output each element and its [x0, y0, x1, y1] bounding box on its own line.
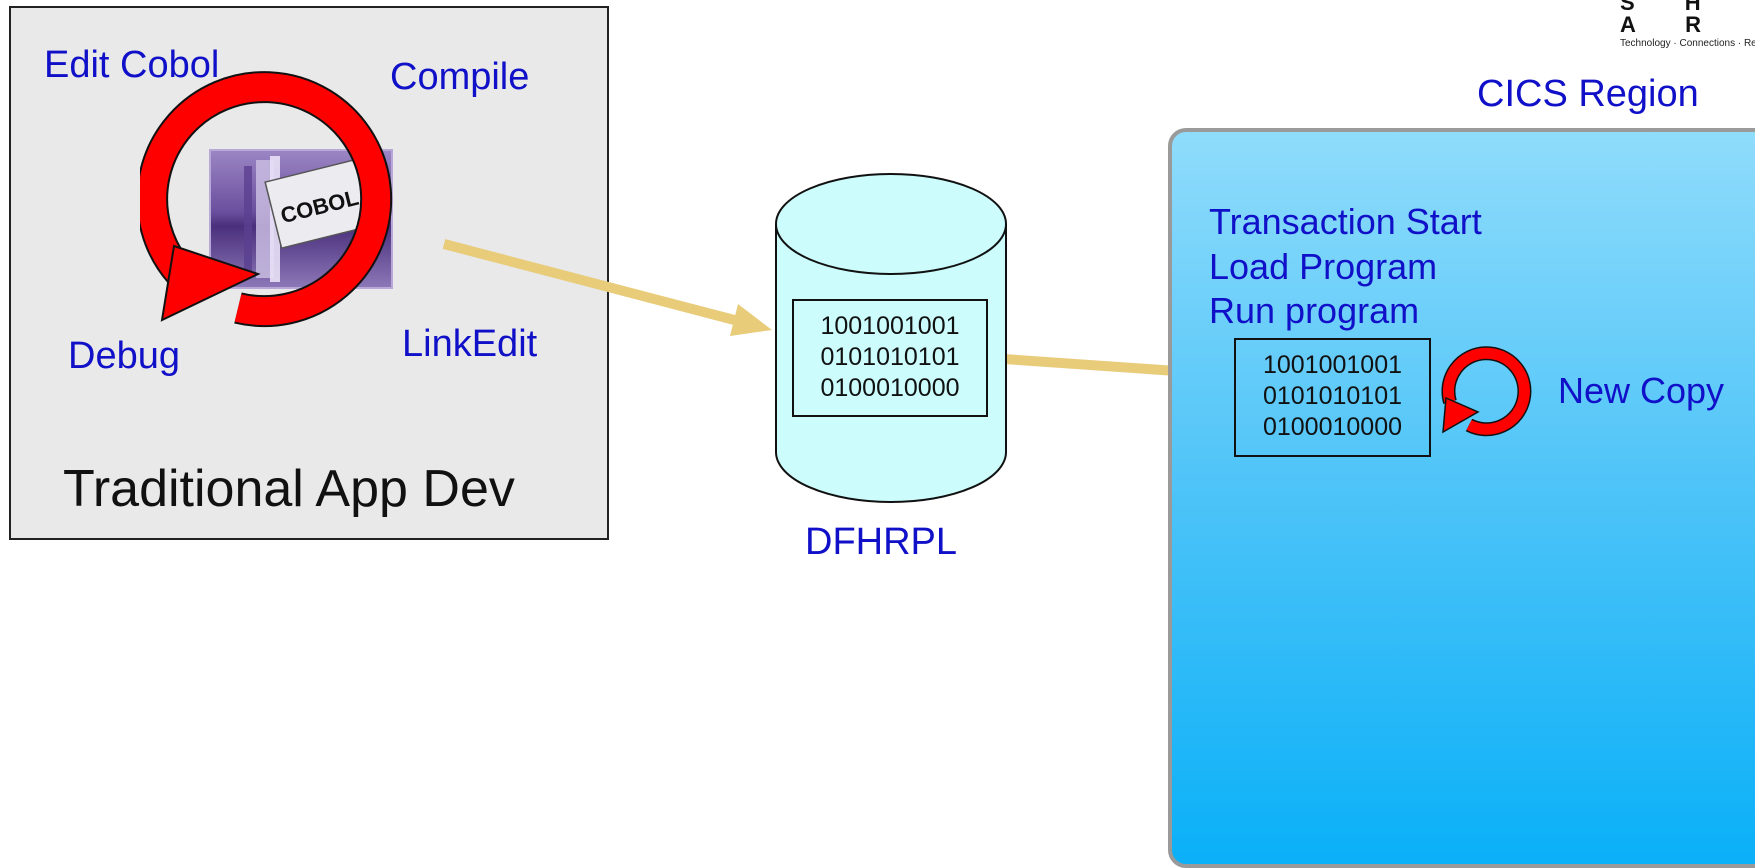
- cobol-cycle-graphic: [140, 71, 393, 328]
- compile-label: Compile: [390, 56, 530, 98]
- binary-line: 0100010000: [820, 374, 960, 402]
- logo-tagline: Technology · Connections · Res: [1620, 38, 1755, 49]
- cics-step: Run program: [1209, 290, 1420, 331]
- new-copy-cycle-icon: [1441, 346, 1532, 437]
- binary-line: 0100010000: [1262, 413, 1403, 441]
- traditional-app-dev-title: Traditional App Dev: [63, 460, 515, 518]
- cics-region-box: [1168, 128, 1755, 868]
- dfhrpl-cylinder: [775, 173, 1007, 503]
- binary-line: 0101010101: [1262, 382, 1403, 410]
- cics-step: Transaction Start: [1209, 201, 1482, 242]
- cycle-arrow-icon: [140, 71, 393, 328]
- logo-letters: S H A R: [1620, 0, 1724, 37]
- arrow-to-library: [442, 239, 772, 336]
- dfhrpl-label: DFHRPL: [805, 521, 958, 563]
- library-binary-box: 1001001001 0101010101 0100010000: [792, 299, 988, 417]
- cics-binary-box: 1001001001 0101010101 0100010000: [1234, 338, 1431, 457]
- debug-label: Debug: [68, 335, 180, 377]
- edit-cobol-label: Edit Cobol: [44, 44, 220, 86]
- binary-line: 1001001001: [1262, 351, 1403, 379]
- linkedit-label: LinkEdit: [402, 323, 538, 365]
- new-copy-label: New Copy: [1558, 370, 1725, 411]
- share-logo: S H A R Technology · Connections · Res: [1620, 0, 1755, 49]
- binary-line: 1001001001: [820, 312, 960, 340]
- cics-region-title: CICS Region: [1477, 73, 1699, 115]
- cics-step: Load Program: [1209, 246, 1438, 287]
- binary-line: 0101010101: [820, 343, 960, 371]
